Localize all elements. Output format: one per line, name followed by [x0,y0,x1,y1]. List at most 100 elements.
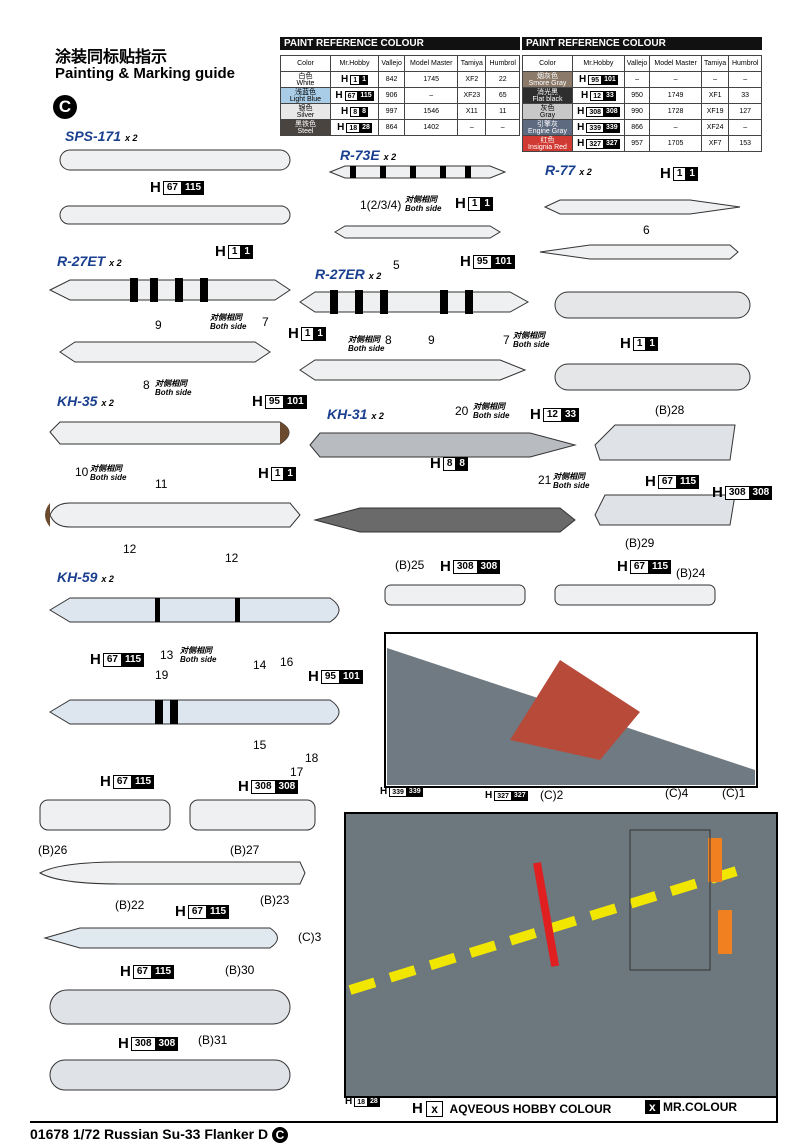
col: Tamiya [457,55,487,72]
callout: 21 [538,473,552,487]
label-r27et: R-27ET x 2 [57,253,122,269]
vallejo: 866 [623,119,651,136]
callout: (B)22 [115,898,145,912]
humbrol: 153 [728,135,762,152]
r73-missile-1 [328,165,507,179]
callout: (C)1 [722,786,746,800]
callout: 11 [155,477,168,491]
callout: 12 [225,551,239,565]
tamiya: – [457,119,487,136]
label-r73e: R-73E x 2 [340,147,397,163]
pod-b23 [43,927,278,949]
r77-missile-1 [543,199,741,215]
callout: (B)25 [395,558,425,572]
label-sps171: SPS-171 x 2 [65,128,138,144]
kh35-missile-2 [49,502,301,528]
r27er-missile-2 [299,359,527,381]
col: Vallejo [377,55,406,72]
r27et-missile-2 [59,341,271,363]
callout: 14 [253,658,267,672]
sps-pod-2 [59,205,291,225]
col: Color [280,55,331,72]
callout: (B)27 [230,843,260,857]
col: Mr.Hobby [330,55,379,72]
col: Humbrol [485,55,520,72]
r77-pod-1 [554,291,751,319]
section-badge: C [53,95,77,119]
callout: 9 [155,318,162,332]
model-master: 1402 [404,119,459,136]
col: Model Master [649,55,702,72]
callout: (B)23 [260,893,290,907]
title-cn: 涂装同标贴指示 [55,49,168,66]
callout: 9 [428,333,435,347]
r73-missile-2 [334,225,501,239]
r27et-missile-1 [48,279,291,301]
label-kh59: KH-59 x 2 [57,569,114,585]
col: Model Master [404,55,459,72]
model-master: 1546 [404,103,459,120]
pod-b22 [38,861,306,885]
label-r27er: R-27ER x 2 [315,266,382,282]
vallejo: 842 [377,71,406,88]
model-master: 1728 [649,103,702,120]
pod-b29 [594,494,736,526]
callout: 15 [253,738,267,752]
callout: 16 [280,655,294,669]
tamiya: XF7 [700,135,730,152]
label-r77: R-77 x 2 [545,162,592,178]
kh59-missile-1 [49,597,340,623]
r77-missile-2 [539,244,739,260]
callout: 19 [155,668,169,682]
callout: 17 [290,765,304,779]
humbrol: 127 [728,103,762,120]
vallejo: 997 [377,103,406,120]
vallejo: – [623,71,651,88]
vallejo: 864 [377,119,406,136]
model-master: 1705 [649,135,702,152]
table-header: PAINT REFERENCE COLOUR [522,37,762,50]
callout: 8 [385,333,392,347]
table-header: PAINT REFERENCE COLOUR [280,37,520,50]
tamiya: XF23 [457,87,487,104]
kh35-missile-1 [49,421,290,445]
callout: 1(2/3/4) [360,198,402,212]
col: Vallejo [623,55,651,72]
kh31-missile-2 [313,507,576,533]
label-kh31: KH-31 x 2 [327,406,384,422]
callout: 20 [455,404,469,418]
